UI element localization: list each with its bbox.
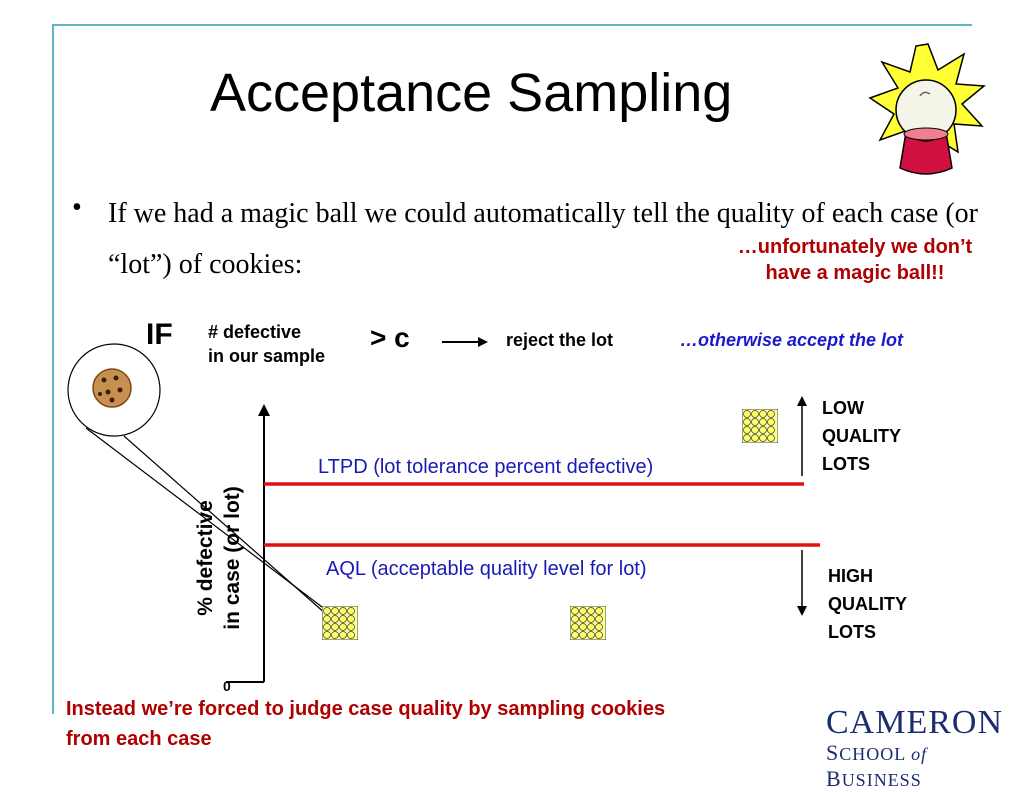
low-quality-label: LOW QUALITY LOTS <box>822 394 901 478</box>
logo-chool: CHOOL <box>839 744 912 764</box>
defective-line-1: # defective <box>208 322 302 342</box>
magnifier-line-b <box>123 435 327 615</box>
cookie-case-sampled-icon <box>322 606 358 640</box>
slide-title: Acceptance Sampling <box>210 63 733 123</box>
defective-label: # defective in our sample <box>208 320 325 368</box>
logo-of: of <box>911 744 928 764</box>
low-quality-line-3: LOTS <box>822 454 870 474</box>
bullet-marker: • <box>72 192 82 223</box>
sampling-diagram <box>67 343 820 683</box>
y-axis-label: % defective in case (or lot) <box>192 408 248 708</box>
if-label: IF <box>146 318 173 351</box>
down-arrow-icon <box>797 606 807 616</box>
cookie-icon <box>92 368 132 408</box>
magic-ball-note: …unfortunately we don’t have a magic bal… <box>700 234 1010 286</box>
school-of-business-logo: SCHOOL of BUSINESS <box>826 740 1024 792</box>
ltpd-label: LTPD (lot tolerance percent defective) <box>318 456 654 478</box>
logo-s: S <box>826 740 840 765</box>
up-arrow-icon <box>797 396 807 406</box>
low-quality-line-1: LOW <box>822 398 864 418</box>
bullet-text: If we had a magic ball we could automati… <box>108 198 978 280</box>
magic-ball-icon <box>868 43 986 175</box>
high-quality-line-2: QUALITY <box>828 594 907 614</box>
logo-usiness: USINESS <box>841 770 922 790</box>
frame-left-line <box>52 24 54 714</box>
footer-line-2: from each case <box>66 728 212 750</box>
note-line-2: have a magic ball!! <box>765 262 945 284</box>
cookie-case-low-quality-icon <box>742 409 778 443</box>
accept-lot-label: …otherwise accept the lot <box>680 330 904 350</box>
footer-note: Instead we’re forced to judge case quali… <box>66 694 856 754</box>
high-quality-line-3: LOTS <box>828 622 876 642</box>
low-quality-line-2: QUALITY <box>822 426 901 446</box>
y-axis-arrowhead <box>258 404 270 416</box>
reject-lot-label: reject the lot <box>506 330 614 350</box>
cameron-logo: CAMERON <box>826 704 1004 741</box>
high-quality-line-1: HIGH <box>828 566 873 586</box>
defective-line-2: in our sample <box>208 346 326 366</box>
right-arrow-icon <box>442 337 488 347</box>
footer-line-1: Instead we’re forced to judge case quali… <box>66 698 666 720</box>
greater-than-c: > c <box>370 322 410 353</box>
origin-label: 0 <box>223 678 231 694</box>
y-axis-label-line-2: in case (or lot) <box>221 486 244 630</box>
note-line-1: …unfortunately we don’t <box>737 236 973 258</box>
cookie-case-high-quality-icon <box>570 606 606 640</box>
magnifier-line-a <box>85 427 327 611</box>
logo-b: B <box>826 766 842 791</box>
aql-label: AQL (acceptable quality level for lot) <box>326 558 647 580</box>
y-axis-label-line-1: % defective <box>194 500 217 616</box>
frame-top-line <box>52 24 972 26</box>
high-quality-label: HIGH QUALITY LOTS <box>828 562 907 646</box>
